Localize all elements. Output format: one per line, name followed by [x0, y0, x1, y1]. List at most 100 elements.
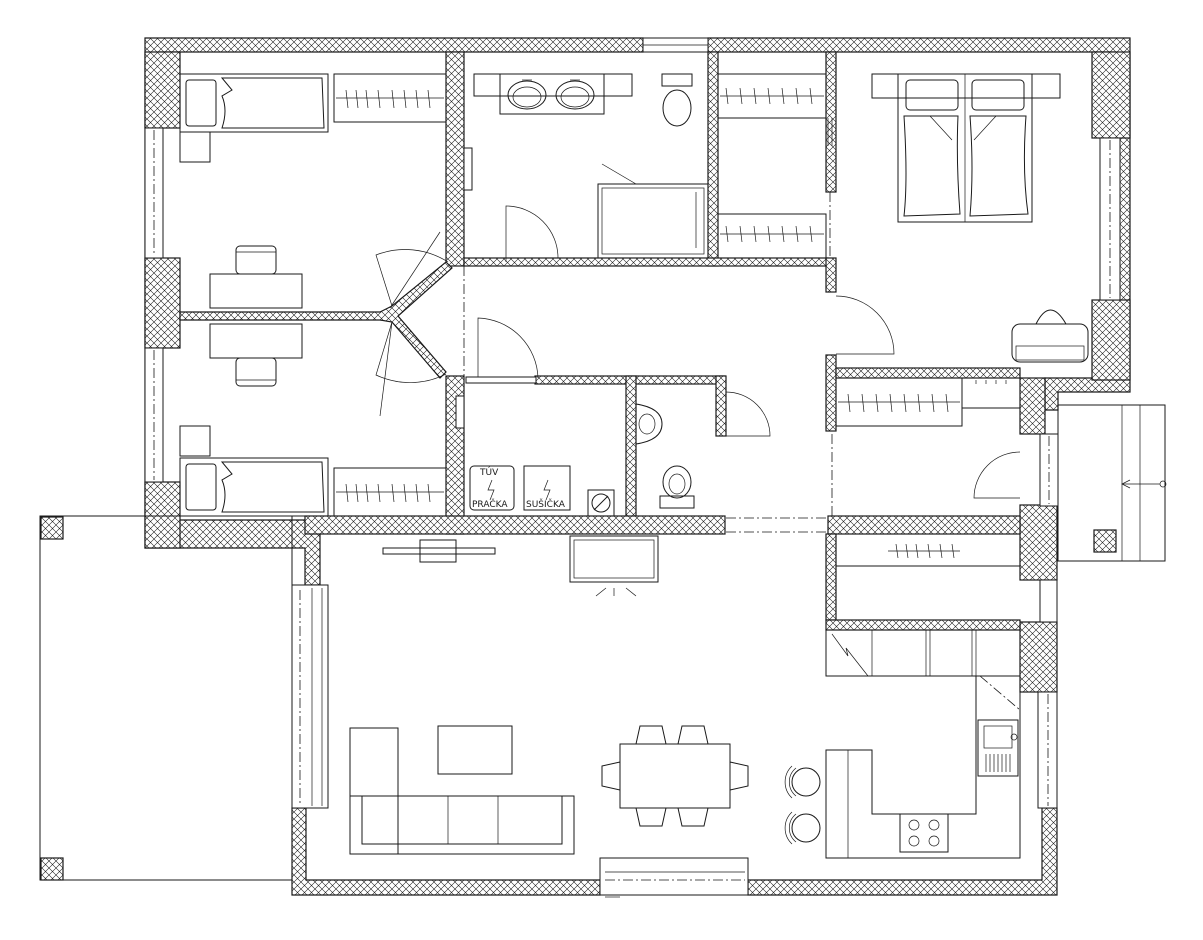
wc-toilet-tank [659, 495, 695, 509]
bathtub [597, 183, 709, 259]
doors [375, 192, 1021, 711]
bathroom [463, 73, 709, 259]
armchair-back [1035, 309, 1067, 325]
storage [825, 533, 1021, 677]
door-wc [725, 391, 771, 437]
window-living-left [291, 584, 329, 809]
utility-room: TÚV PRAČKA SUŠIČKA [455, 395, 615, 517]
blanket-right [969, 115, 1029, 217]
bed-pillow-bottom-left [185, 463, 217, 511]
armchair [1011, 323, 1089, 363]
terrace [39, 515, 293, 881]
door-bedroom-bottom-left [375, 321, 447, 383]
wall-hall-top [463, 257, 829, 267]
exterior-wall-left-pier [144, 257, 181, 349]
door-utility [477, 317, 539, 382]
interior-walls [179, 51, 1046, 631]
exterior-wall-left-bottom-pier [144, 481, 181, 549]
pantry [825, 629, 1021, 677]
radiator-utility [455, 395, 465, 429]
sofa-chaise [349, 727, 399, 855]
toilet-bath [662, 89, 692, 127]
bedroom-3 [835, 377, 1021, 427]
porch-arrow-origin [1159, 480, 1167, 488]
wall-right-inner [1019, 377, 1046, 435]
washer-label: PRAČKA [472, 498, 508, 510]
wall-bedroom-right-left-2 [825, 257, 837, 293]
living-room [349, 535, 821, 855]
water-heater [469, 465, 515, 511]
wall-bedroom-right-left [825, 51, 837, 193]
walk-in-closet [717, 73, 833, 259]
terrace-pillar-top [40, 516, 64, 540]
wc-toilet [662, 465, 692, 499]
wall-bedroom-bath [445, 51, 465, 267]
dining-chairs [601, 725, 749, 827]
vanity [473, 73, 633, 97]
exterior-wall-right-pier [1019, 504, 1058, 581]
radiator-bath [463, 147, 473, 191]
wall-wc-right [715, 375, 727, 437]
kitchen [825, 675, 1021, 859]
dining-table [619, 743, 731, 809]
door-bedroom-right [835, 295, 895, 355]
porch-pillar [1093, 529, 1117, 553]
kitchen-sink [977, 719, 1019, 777]
cooktop [899, 813, 949, 853]
dryer-label: SUŠIČKA [526, 498, 566, 510]
entrance-porch [1057, 404, 1167, 562]
wardrobe-hall [835, 533, 1021, 567]
wall-utility-wc [625, 375, 637, 519]
fireplace [569, 535, 659, 583]
desk-bottom [209, 323, 303, 359]
wall-bedroom3-bottom [827, 515, 1021, 535]
blanket-left [903, 115, 961, 217]
door-bathroom [505, 205, 559, 262]
window-right-small [1039, 579, 1058, 623]
pillow-right [971, 79, 1025, 111]
tv-cabinet [382, 547, 496, 555]
wall-kitchen-left [825, 533, 837, 621]
water-heater-label: TÚV [479, 466, 499, 478]
window-kitchen-right [1037, 691, 1058, 809]
exterior-wall-right-top-pier [1091, 51, 1131, 139]
door-bedroom-3 [973, 451, 1021, 499]
bed-blanket-top-left [220, 77, 325, 129]
wall-main-top [304, 515, 726, 535]
wall-bedroom-right-left-3 [825, 354, 837, 432]
closet-shelf-bottom [717, 213, 827, 259]
exterior-wall-left-top-pier [144, 51, 181, 129]
sink-right [555, 80, 595, 110]
bed-pillow-top-left [185, 79, 217, 127]
nightstand-top-left [179, 131, 211, 163]
boiler [587, 489, 615, 517]
window-living-bottom [599, 857, 749, 896]
wall-kitchen-closet [825, 619, 1021, 631]
exterior-wall-right-upper-pier [1091, 299, 1131, 381]
sofa-seat [361, 795, 563, 845]
bar-stool-bottom [791, 813, 821, 843]
bed-bottom-left [179, 457, 329, 517]
terrace-pillar-bottom [40, 857, 64, 881]
exterior-wall-left-lower [291, 807, 601, 896]
wall-bath-closet [707, 51, 719, 267]
tv [419, 539, 457, 563]
terrace-outline [39, 515, 293, 881]
nightstand-bottom-left [179, 425, 211, 457]
wall-left-divider [179, 261, 453, 379]
wardrobe-top-left [333, 73, 447, 123]
sofa-back [349, 795, 575, 855]
coffee-table [437, 725, 513, 775]
wc [635, 403, 695, 509]
desk-top [209, 273, 303, 309]
kitchen-counter [825, 675, 1021, 859]
closet-shelf-top [717, 73, 827, 119]
toilet-tank [661, 73, 693, 87]
bedroom-right [871, 73, 1089, 363]
bedroom-left-bottom [179, 323, 447, 517]
pillow-left [905, 79, 959, 111]
dryer [523, 465, 571, 511]
sink-counter [499, 73, 605, 115]
wardrobe-bottom-left [333, 467, 447, 517]
